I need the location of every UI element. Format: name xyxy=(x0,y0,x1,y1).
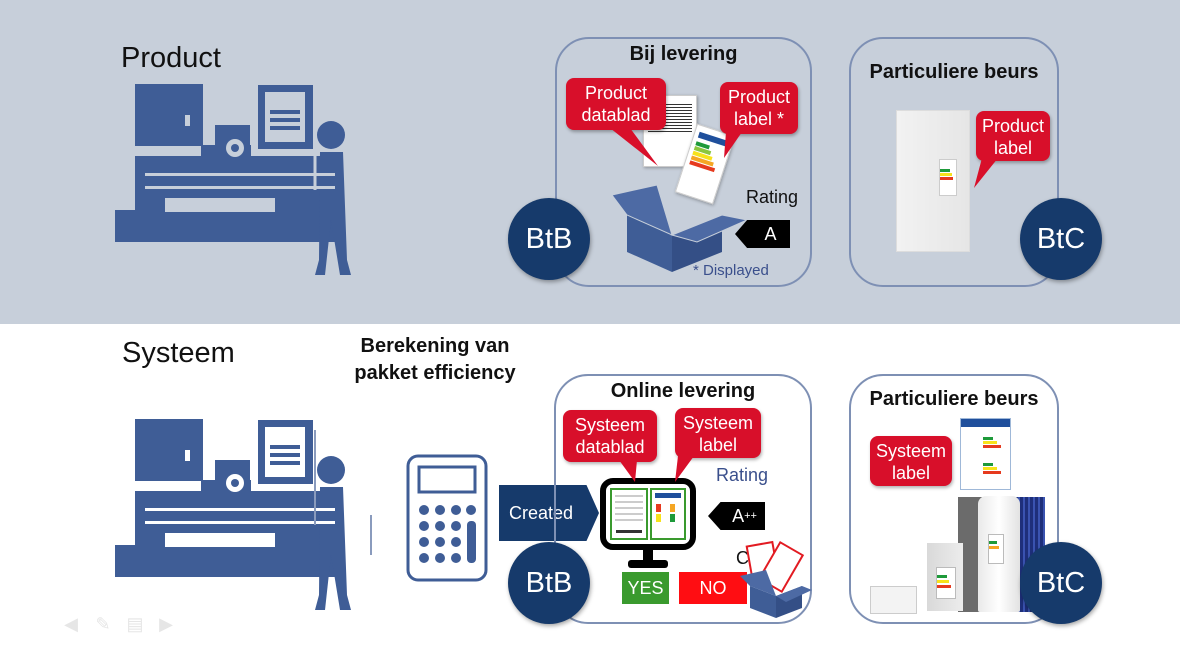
callout-pointer xyxy=(675,456,694,482)
box-with-labels-icon xyxy=(740,540,812,618)
btb-badge: BtB xyxy=(508,198,590,280)
system-label-callout: Systeem label xyxy=(870,436,952,486)
product-label-callout-text: Product label * xyxy=(727,87,791,129)
product-datasheet-callout-text: Product datablad xyxy=(581,83,651,125)
online-delivery-panel-title: Online levering xyxy=(610,380,756,402)
heading-line-1: Berekening van xyxy=(360,335,510,357)
pen-icon[interactable]: ✎ xyxy=(95,614,111,634)
machine-operator-icon xyxy=(115,419,372,610)
displayed-footnote: * Displayed xyxy=(693,262,769,279)
rating-badge: A++ xyxy=(708,502,765,530)
product-label-callout: Product label * xyxy=(720,82,798,134)
product-datasheet-callout: Product datablad xyxy=(566,78,666,130)
callout-pointer xyxy=(610,128,658,166)
system-section-title: Systeem xyxy=(122,337,235,369)
callout-pointer xyxy=(619,460,637,482)
btb-badge: BtB xyxy=(508,542,590,624)
heading-line-2: pakket efficiency xyxy=(354,362,516,384)
product-label-callout-text: Product label xyxy=(982,116,1045,158)
product-label-callout: Product label xyxy=(976,111,1050,161)
system-label-callout: Systeem label xyxy=(675,408,761,458)
heat-pump-unit-image xyxy=(927,543,963,611)
thermostat-image xyxy=(870,586,917,614)
delivery-panel: Bij levering xyxy=(555,37,812,287)
consumer-fair-panel: Particuliere beurs xyxy=(849,37,1059,287)
created-arrow: Created xyxy=(499,485,599,541)
btc-badge: BtC xyxy=(1020,198,1102,280)
callout-pointer xyxy=(724,132,742,158)
next-arrow-icon[interactable]: ▶ xyxy=(159,614,173,634)
system-energy-label-image xyxy=(960,418,1011,490)
system-label-callout-text: Systeem label xyxy=(682,413,754,455)
open-box-icon xyxy=(612,184,749,272)
package-efficiency-heading: Berekening van pakket efficiency xyxy=(330,333,540,387)
no-option: NO xyxy=(679,572,747,604)
boiler-image xyxy=(896,110,970,252)
rating-plus-superscript: ++ xyxy=(744,510,757,522)
yes-option: YES xyxy=(622,572,669,604)
rating-badge: A xyxy=(735,220,790,248)
partial-letter: C xyxy=(736,548,749,568)
storage-tank-image xyxy=(978,496,1020,612)
rating-label: Rating xyxy=(746,187,799,207)
menu-icon[interactable]: ▤ xyxy=(126,614,144,634)
rating-label: Rating xyxy=(716,465,769,485)
machine-operator-icon xyxy=(115,84,373,275)
prev-arrow-icon[interactable]: ◀ xyxy=(64,614,78,634)
callout-pointer xyxy=(974,158,998,188)
product-section-title: Product xyxy=(121,42,221,74)
system-datasheet-callout: Systeem datablad xyxy=(563,410,657,462)
consumer-fair-panel: Particuliere beurs xyxy=(849,374,1059,624)
consumer-fair-panel-title: Particuliere beurs xyxy=(869,61,1039,83)
system-datasheet-callout-text: Systeem datablad xyxy=(574,415,646,457)
consumer-fair-panel-title: Particuliere beurs xyxy=(869,388,1039,410)
delivery-panel-title: Bij levering xyxy=(629,43,738,65)
created-label: Created xyxy=(509,502,574,523)
btc-badge: BtC xyxy=(1020,542,1102,624)
online-delivery-panel: Online levering xyxy=(554,374,812,624)
monitor-icon xyxy=(600,478,696,568)
system-label-callout-text: Systeem label xyxy=(876,441,947,483)
calculator-icon xyxy=(406,454,488,582)
